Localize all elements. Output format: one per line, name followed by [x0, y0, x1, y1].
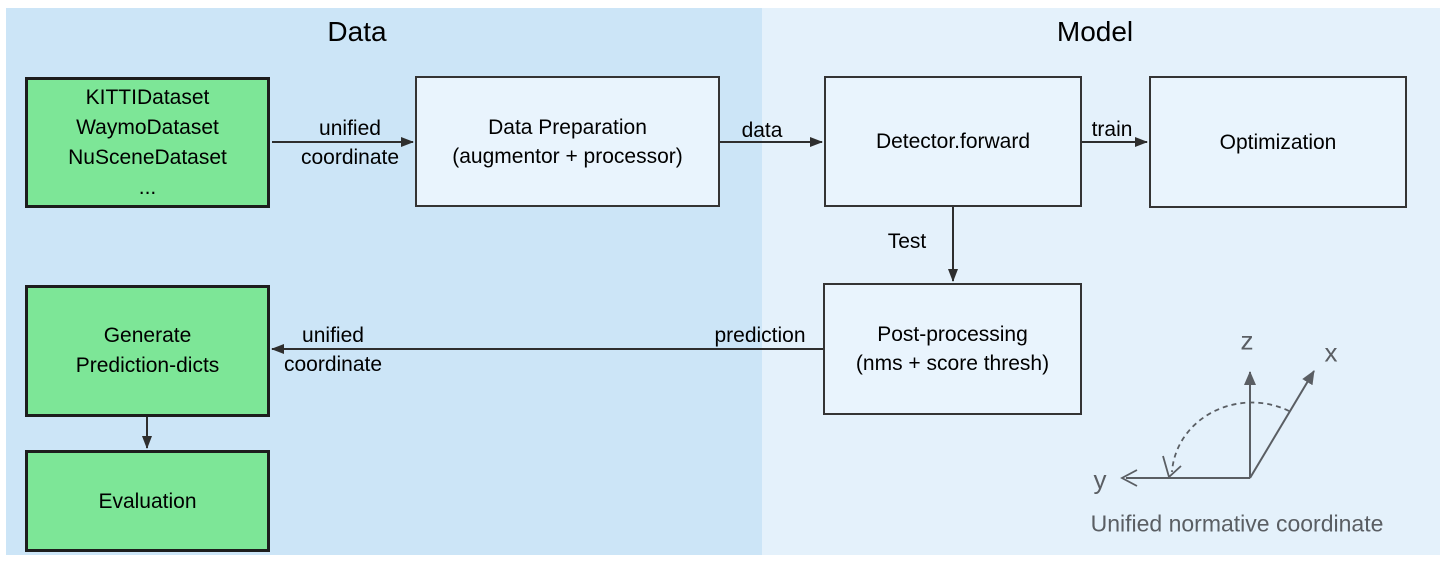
box-sublabel: (augmentor + processor): [452, 144, 683, 168]
edge-label-prediction: prediction: [714, 324, 806, 347]
detector-forward-box: Detector.forward: [824, 76, 1082, 207]
box-sublabel: (nms + score thresh): [855, 352, 1050, 375]
box-label: Evaluation: [98, 489, 197, 513]
box-label: Detector.forward: [875, 130, 1031, 153]
z-axis-label: z: [1240, 325, 1254, 356]
dataset-ellipsis: ...: [138, 175, 157, 199]
data-preparation-box: Data Preparation (augmentor + processor): [415, 76, 720, 207]
box-label: Prediction-dicts: [75, 354, 220, 377]
box-label: Generate: [103, 324, 192, 347]
box-label: Data Preparation: [488, 115, 647, 139]
post-processing-box: Post-processing (nms + score thresh): [823, 283, 1082, 415]
dataset-name: NuSceneDataset: [68, 145, 227, 169]
dataset-name: KITTIDataset: [85, 85, 210, 109]
edge-label-train: train: [1091, 118, 1133, 141]
x-axis-label: x: [1324, 337, 1338, 368]
edge-label-data: data: [741, 119, 783, 142]
generate-prediction-dicts-box: Generate Prediction-dicts: [25, 285, 270, 417]
evaluation-box: Evaluation: [25, 450, 270, 552]
box-label: Post-processing: [877, 323, 1028, 346]
edge-label-test: Test: [887, 230, 927, 253]
dataset-name: WaymoDataset: [76, 115, 219, 139]
y-axis-label: y: [1093, 464, 1107, 495]
box-label: Optimization: [1219, 130, 1337, 154]
edge-label-unified-coordinate-in: unified coordinate: [300, 117, 400, 169]
edge-label-unified-coordinate-out: unified coordinate: [283, 324, 383, 376]
optimization-box: Optimization: [1149, 76, 1407, 208]
data-section-title: Data: [327, 16, 387, 47]
datasets-box: KITTIDataset WaymoDataset NuSceneDataset…: [25, 77, 270, 208]
model-section-title: Model: [1056, 16, 1134, 47]
coordinate-figure-caption: Unified normative coordinate: [1090, 510, 1384, 537]
